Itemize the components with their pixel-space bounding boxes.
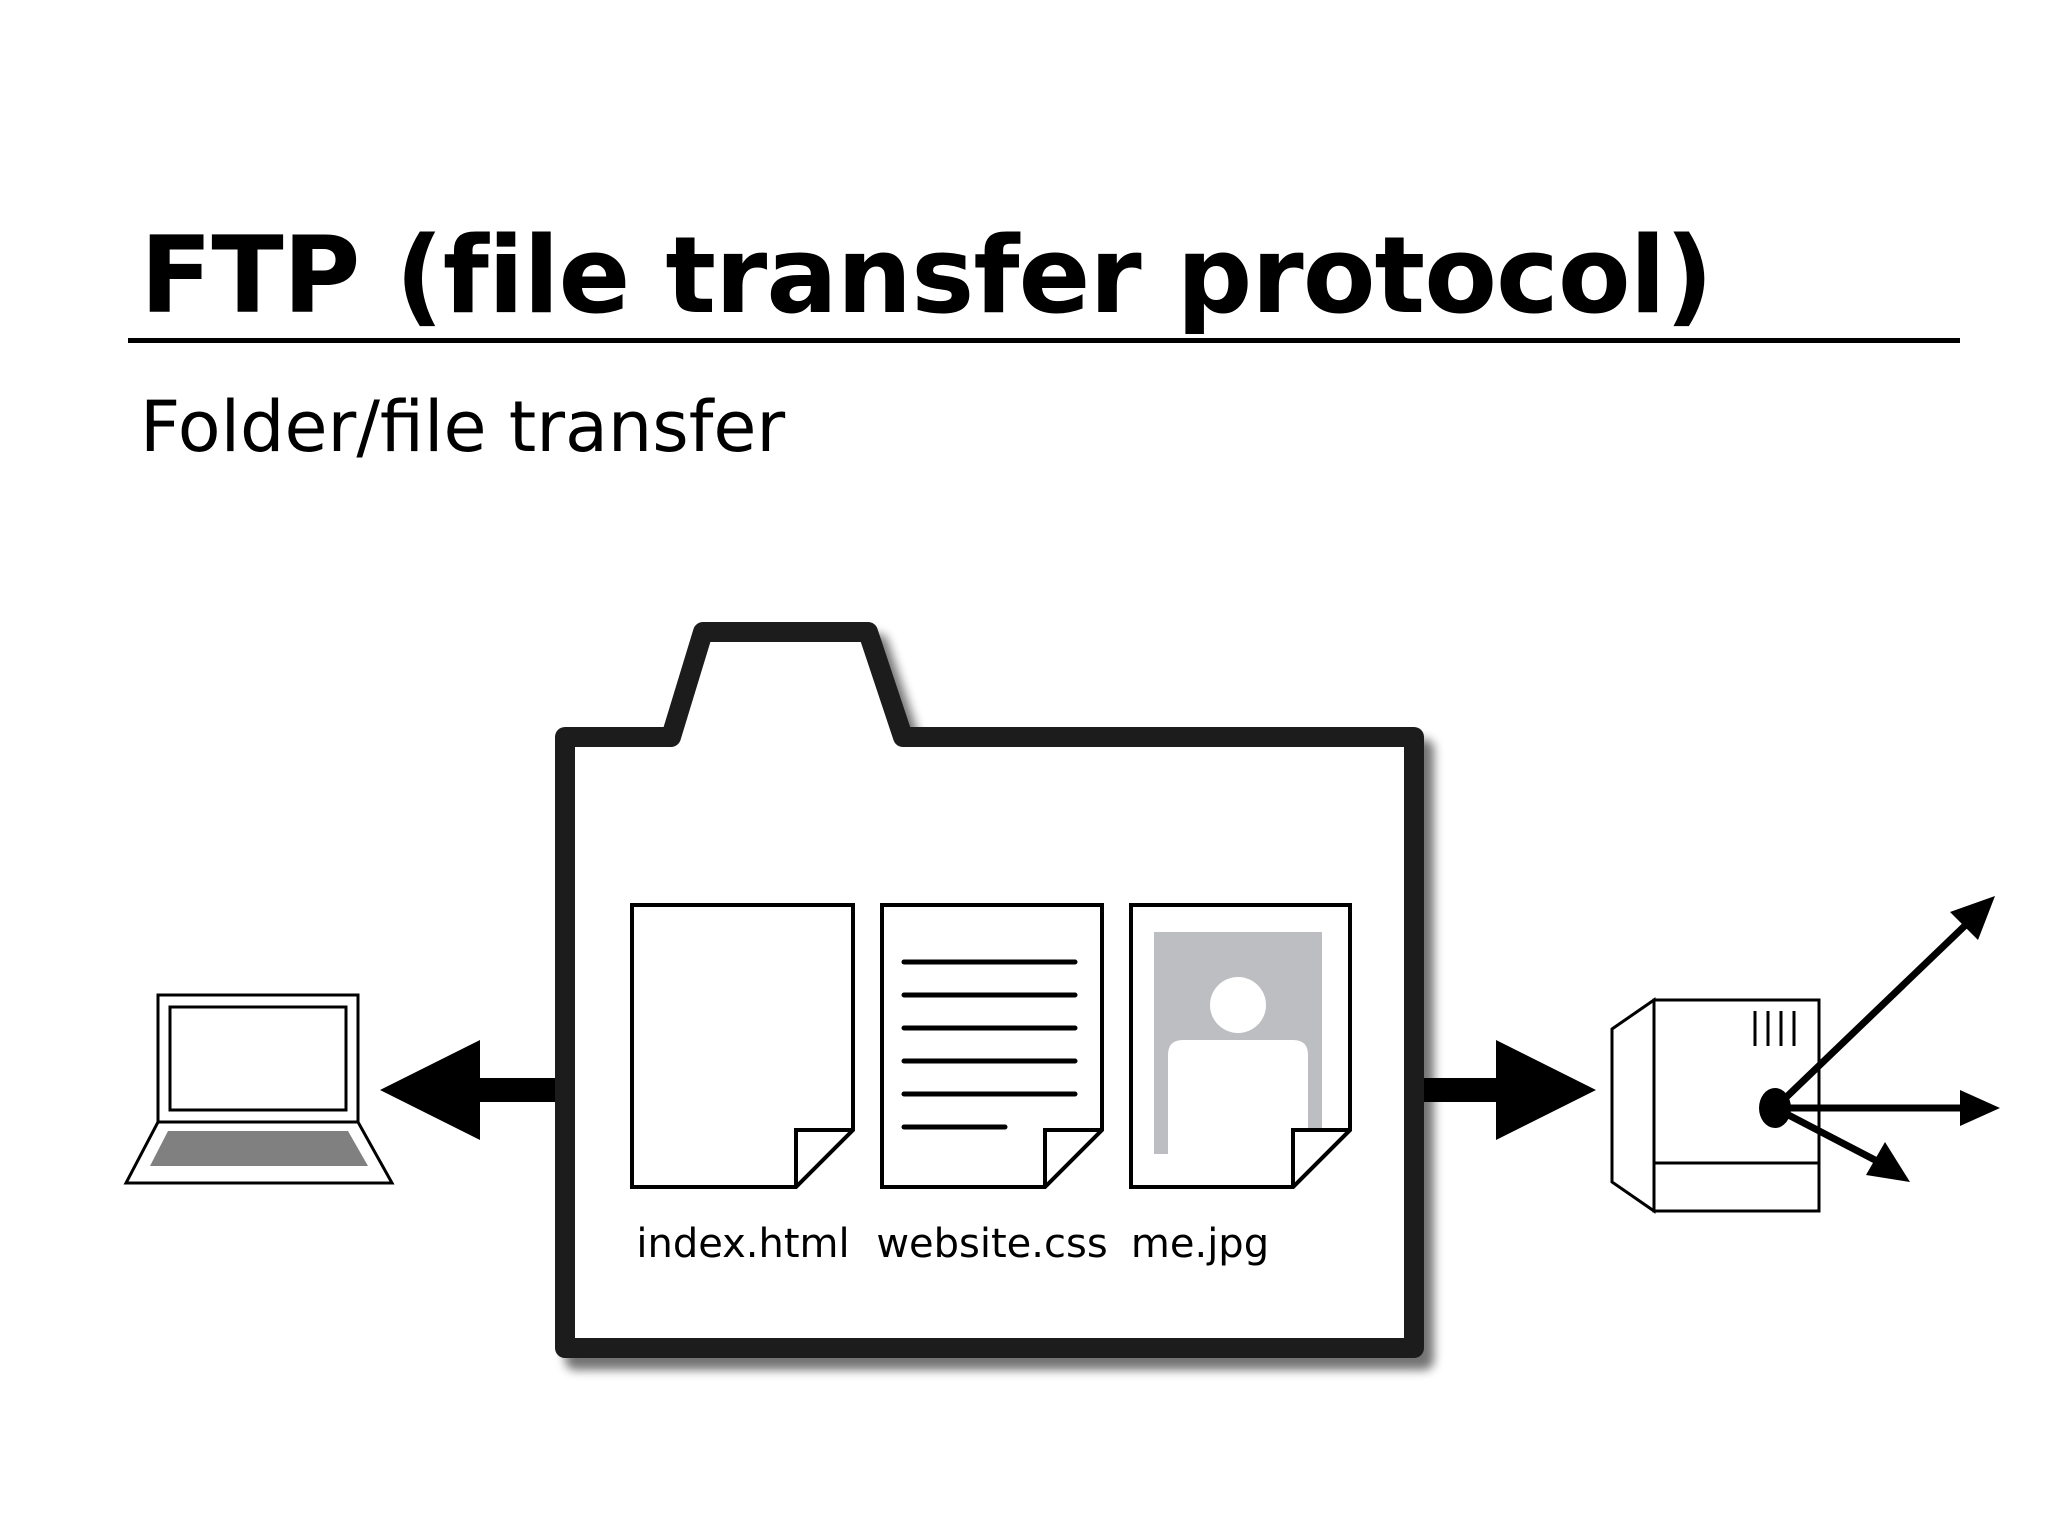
left-transfer-arrow (380, 1040, 565, 1140)
file-label-website-css: website.css (876, 1221, 1108, 1267)
slide-subtitle: Folder/file transfer (140, 386, 786, 468)
laptop-icon (123, 993, 395, 1185)
file-label-index-html: index.html (636, 1221, 850, 1267)
text-document-icon (880, 903, 1104, 1189)
right-transfer-arrow (1416, 1040, 1596, 1140)
file-label-me-jpg: me.jpg (1130, 1221, 1270, 1267)
slide-title: FTP (file transfer protocol) (140, 214, 1713, 337)
network-connection-arrows (1759, 896, 2000, 1182)
blank-document-icon (630, 903, 855, 1189)
title-underline (128, 338, 1960, 343)
image-document-icon (1129, 903, 1352, 1189)
